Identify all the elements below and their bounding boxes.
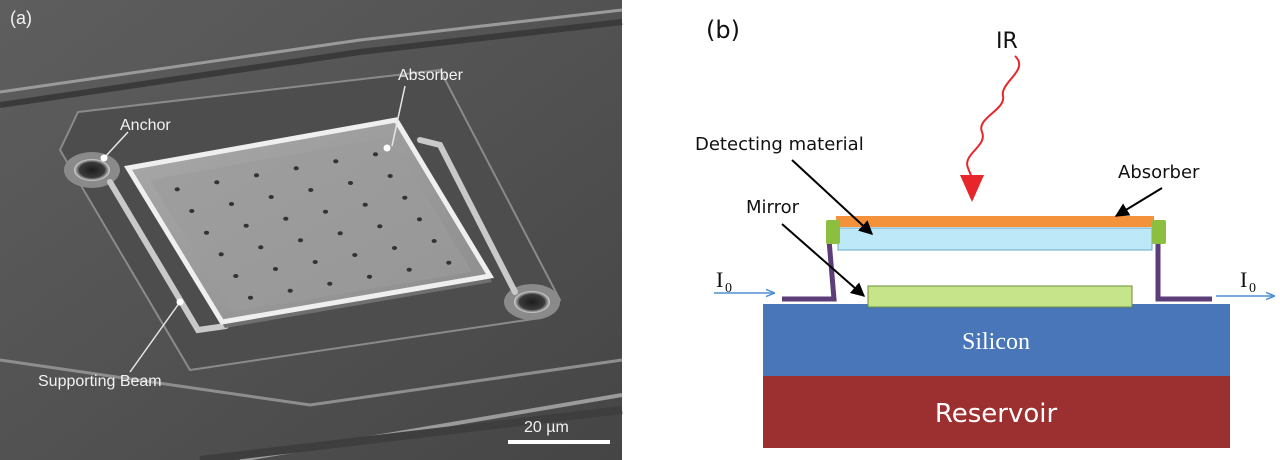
plate-hole (247, 295, 254, 300)
plate-hole (352, 253, 358, 257)
plate-hole (327, 281, 333, 286)
silicon-label: Silicon (962, 329, 1030, 355)
panel-b-tag: (b) (706, 16, 740, 44)
current-in: I 0 (714, 267, 774, 296)
plate-hole (297, 238, 304, 243)
plate-hole (446, 260, 452, 265)
left-support (782, 239, 837, 302)
right-support (1155, 240, 1212, 302)
plate-holes (174, 152, 452, 300)
mirror-label: Mirror (746, 197, 800, 218)
plate-hole (362, 202, 368, 207)
plate-hole (283, 216, 289, 221)
absorber-plate (123, 117, 495, 328)
substrate-rails (0, 8, 623, 460)
plate-hole (253, 173, 260, 178)
plate-hole (243, 223, 249, 228)
right-anchor (504, 284, 560, 320)
plate-hole (268, 195, 274, 199)
plate-hole (366, 274, 373, 279)
scale-bar-label: 20 µm (524, 419, 569, 436)
supporting-beams (107, 137, 518, 334)
ir-label: IR (996, 29, 1018, 54)
plate-hole (287, 288, 293, 293)
current-in-symbol: I (716, 267, 723, 292)
plate-hole (174, 187, 180, 192)
schematic-panel: (b) IR Silicon Reservoir Detecting mater… (695, 16, 1274, 448)
ir-wave (966, 55, 1021, 179)
plate-hole (416, 217, 423, 222)
current-out: I 0 (1216, 267, 1274, 296)
absorber-label-b: Absorber (1118, 162, 1200, 183)
mirror-pointer (781, 223, 866, 297)
plate-hole (372, 152, 379, 157)
absorber-pointer (1114, 187, 1163, 217)
plate-hole (293, 166, 299, 171)
mirror-layer (867, 285, 1133, 308)
current-out-subscript: 0 (1249, 281, 1256, 296)
ir-arrowhead (960, 175, 984, 202)
current-out-symbol: I (1240, 267, 1247, 292)
absorber-layer (836, 216, 1154, 227)
sem-label-dots (100, 144, 391, 306)
plate-hole (322, 209, 329, 214)
silicon-layer (763, 304, 1230, 376)
right-anchor-cap (1152, 220, 1166, 244)
detecting-material-label: Detecting material (695, 134, 864, 155)
plate-hole (387, 174, 393, 178)
anchor-label: Anchor (120, 117, 171, 134)
plate-hole (258, 245, 264, 250)
plate-hole (189, 209, 195, 213)
scale-bar: 20 µm (508, 419, 610, 444)
panel-a-tag: (a) (10, 8, 32, 28)
absorber-label: Absorber (398, 67, 464, 84)
plate-hole (233, 274, 239, 278)
detecting-material-layer (837, 227, 1153, 251)
supporting-beam-label: Supporting Beam (38, 373, 162, 390)
plate-hole (203, 230, 210, 235)
reservoir-layer (763, 376, 1230, 448)
plate-hole (431, 239, 437, 243)
plate-hole (218, 252, 224, 257)
plate-hole (272, 267, 279, 271)
plate-hole (402, 195, 408, 200)
sem-micrograph-panel: (a) Absorber Anchor Supporting Beam 20 µ… (0, 0, 623, 460)
plate-hole (391, 246, 398, 250)
plate-hole (308, 188, 314, 192)
sem-label-pointers (103, 85, 406, 373)
detecting-material-pointer (791, 159, 874, 235)
plate-hole (337, 231, 343, 236)
plate-hole (228, 202, 235, 206)
plate-hole (377, 224, 383, 229)
plate-hole (347, 181, 354, 185)
left-anchor-cap (826, 220, 840, 244)
plate-hole (406, 267, 412, 272)
current-in-subscript: 0 (725, 281, 732, 296)
plate-hole (214, 180, 220, 185)
plate-hole (333, 159, 339, 164)
reservoir-label: Reservoir (935, 399, 1058, 429)
left-anchor (64, 152, 120, 188)
plate-hole (312, 260, 318, 264)
